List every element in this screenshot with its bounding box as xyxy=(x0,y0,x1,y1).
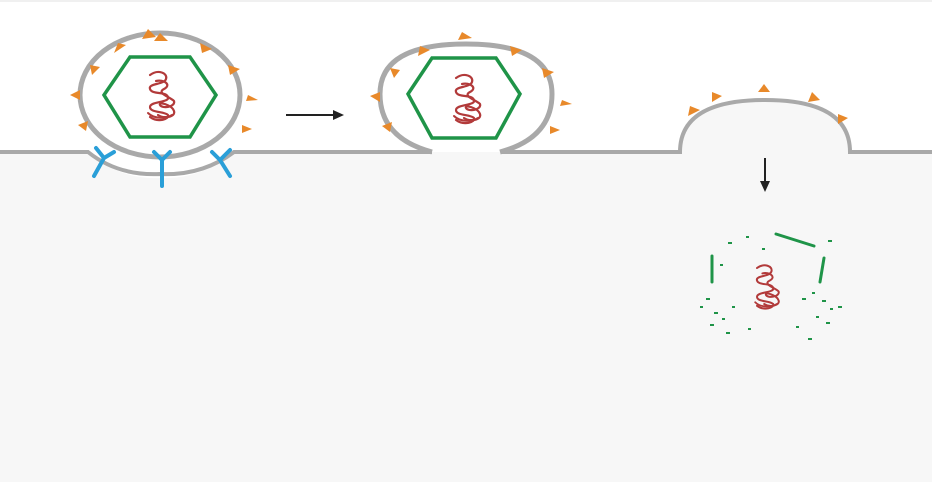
fusing-envelope xyxy=(377,41,555,155)
capsid xyxy=(405,56,523,140)
capsid-fragments xyxy=(710,232,826,284)
arrow-right-icon xyxy=(286,110,344,120)
capsid xyxy=(101,55,219,139)
stage-attachment xyxy=(70,29,258,160)
capsid-debris xyxy=(700,236,842,340)
released-capsid xyxy=(700,232,842,340)
glycoprotein-spikes xyxy=(70,29,258,133)
glycoprotein-spikes xyxy=(370,32,572,134)
stage-uncoating-membrane xyxy=(688,84,848,124)
stage-fusion xyxy=(370,32,572,155)
plasma-membrane-segment xyxy=(502,97,932,154)
host-receptors xyxy=(92,146,232,188)
arrow-down-icon xyxy=(760,158,770,192)
cytoplasm xyxy=(0,100,932,482)
